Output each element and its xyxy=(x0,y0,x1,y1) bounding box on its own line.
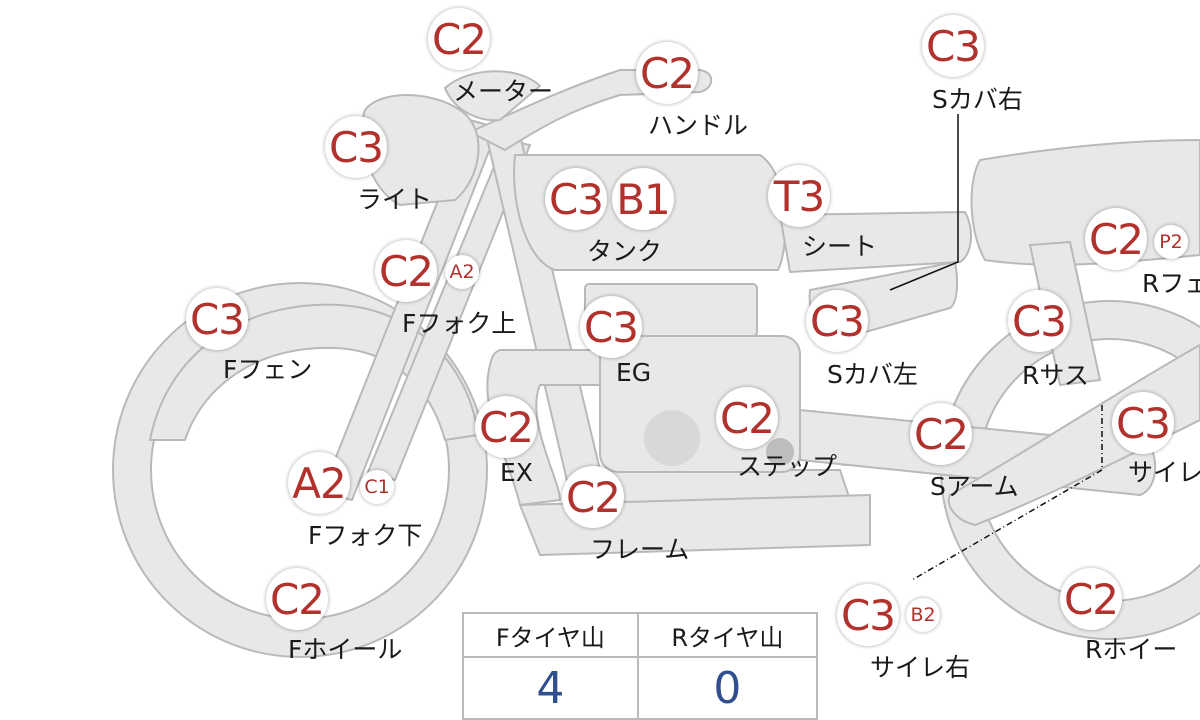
part-label: Fホイール xyxy=(288,635,403,664)
part-label: Sカバ左 xyxy=(827,360,918,389)
grade-badge: C2 xyxy=(1060,568,1122,630)
part-label: メーター xyxy=(453,77,554,106)
meter-shape xyxy=(444,70,541,122)
part-label: Fフォク下 xyxy=(308,521,423,550)
part-label: EG xyxy=(616,358,652,387)
grade-badge: B2 xyxy=(906,598,940,632)
grade-badge: B1 xyxy=(612,168,674,230)
part-label: シート xyxy=(802,232,878,261)
grade-badge: C3 xyxy=(186,288,248,350)
exhaust-shape xyxy=(486,349,601,506)
front-tread-header: Fタイヤ山 xyxy=(462,612,639,658)
grade-badge: C2 xyxy=(910,403,972,465)
rear-tread-value: 0 xyxy=(636,656,819,720)
grade-badge: C2 xyxy=(475,396,537,458)
grade-badge: C2 xyxy=(1085,208,1147,270)
scover-right-leader xyxy=(889,114,959,291)
grade-badge: C2 xyxy=(716,387,778,449)
part-label: フレーム xyxy=(590,535,690,564)
grade-badge: C1 xyxy=(360,470,394,504)
grade-badge: C2 xyxy=(375,240,437,302)
grade-badge: C3 xyxy=(1112,392,1174,454)
part-label: Rフェ xyxy=(1142,269,1200,298)
grade-badge: C3 xyxy=(806,290,868,352)
grade-badge: C2 xyxy=(562,466,624,528)
part-label: Sアーム xyxy=(930,472,1019,501)
part-label: Fフェン xyxy=(223,355,313,384)
silencer-leader xyxy=(911,405,1103,581)
rear-tread-header: Rタイヤ山 xyxy=(636,612,819,658)
part-label: Rホイー xyxy=(1085,635,1178,664)
grade-badge: C3 xyxy=(922,15,984,77)
grade-badge: C2 xyxy=(428,8,490,70)
part-label: ハンドル xyxy=(648,111,749,140)
seat-shape xyxy=(779,211,972,273)
part-label: タンク xyxy=(587,237,663,266)
grade-badge: C2 xyxy=(266,568,328,630)
part-label: Sカバ右 xyxy=(932,85,1023,114)
grade-badge: C2 xyxy=(636,42,698,104)
tire-tread-table: Fタイヤ山 Rタイヤ山 4 0 xyxy=(462,612,819,720)
part-label: サイレ右 xyxy=(870,653,971,682)
grade-badge: C3 xyxy=(580,296,642,358)
grade-badge: C3 xyxy=(837,584,899,646)
part-label: ステップ xyxy=(737,452,838,481)
grade-badge: T3 xyxy=(768,165,830,227)
grade-badge: C3 xyxy=(1008,290,1070,352)
part-label: ライト xyxy=(357,185,433,214)
part-label: Fフォク上 xyxy=(402,309,517,338)
part-label: EX xyxy=(500,458,533,487)
part-label: Rサス xyxy=(1022,361,1089,390)
grade-badge: C3 xyxy=(545,168,607,230)
grade-badge: A2 xyxy=(445,255,479,289)
part-label: サイレ xyxy=(1128,458,1200,487)
grade-badge: A2 xyxy=(288,452,350,514)
front-tread-value: 4 xyxy=(462,656,639,720)
grade-badge: P2 xyxy=(1154,225,1188,259)
grade-badge: C3 xyxy=(325,116,387,178)
